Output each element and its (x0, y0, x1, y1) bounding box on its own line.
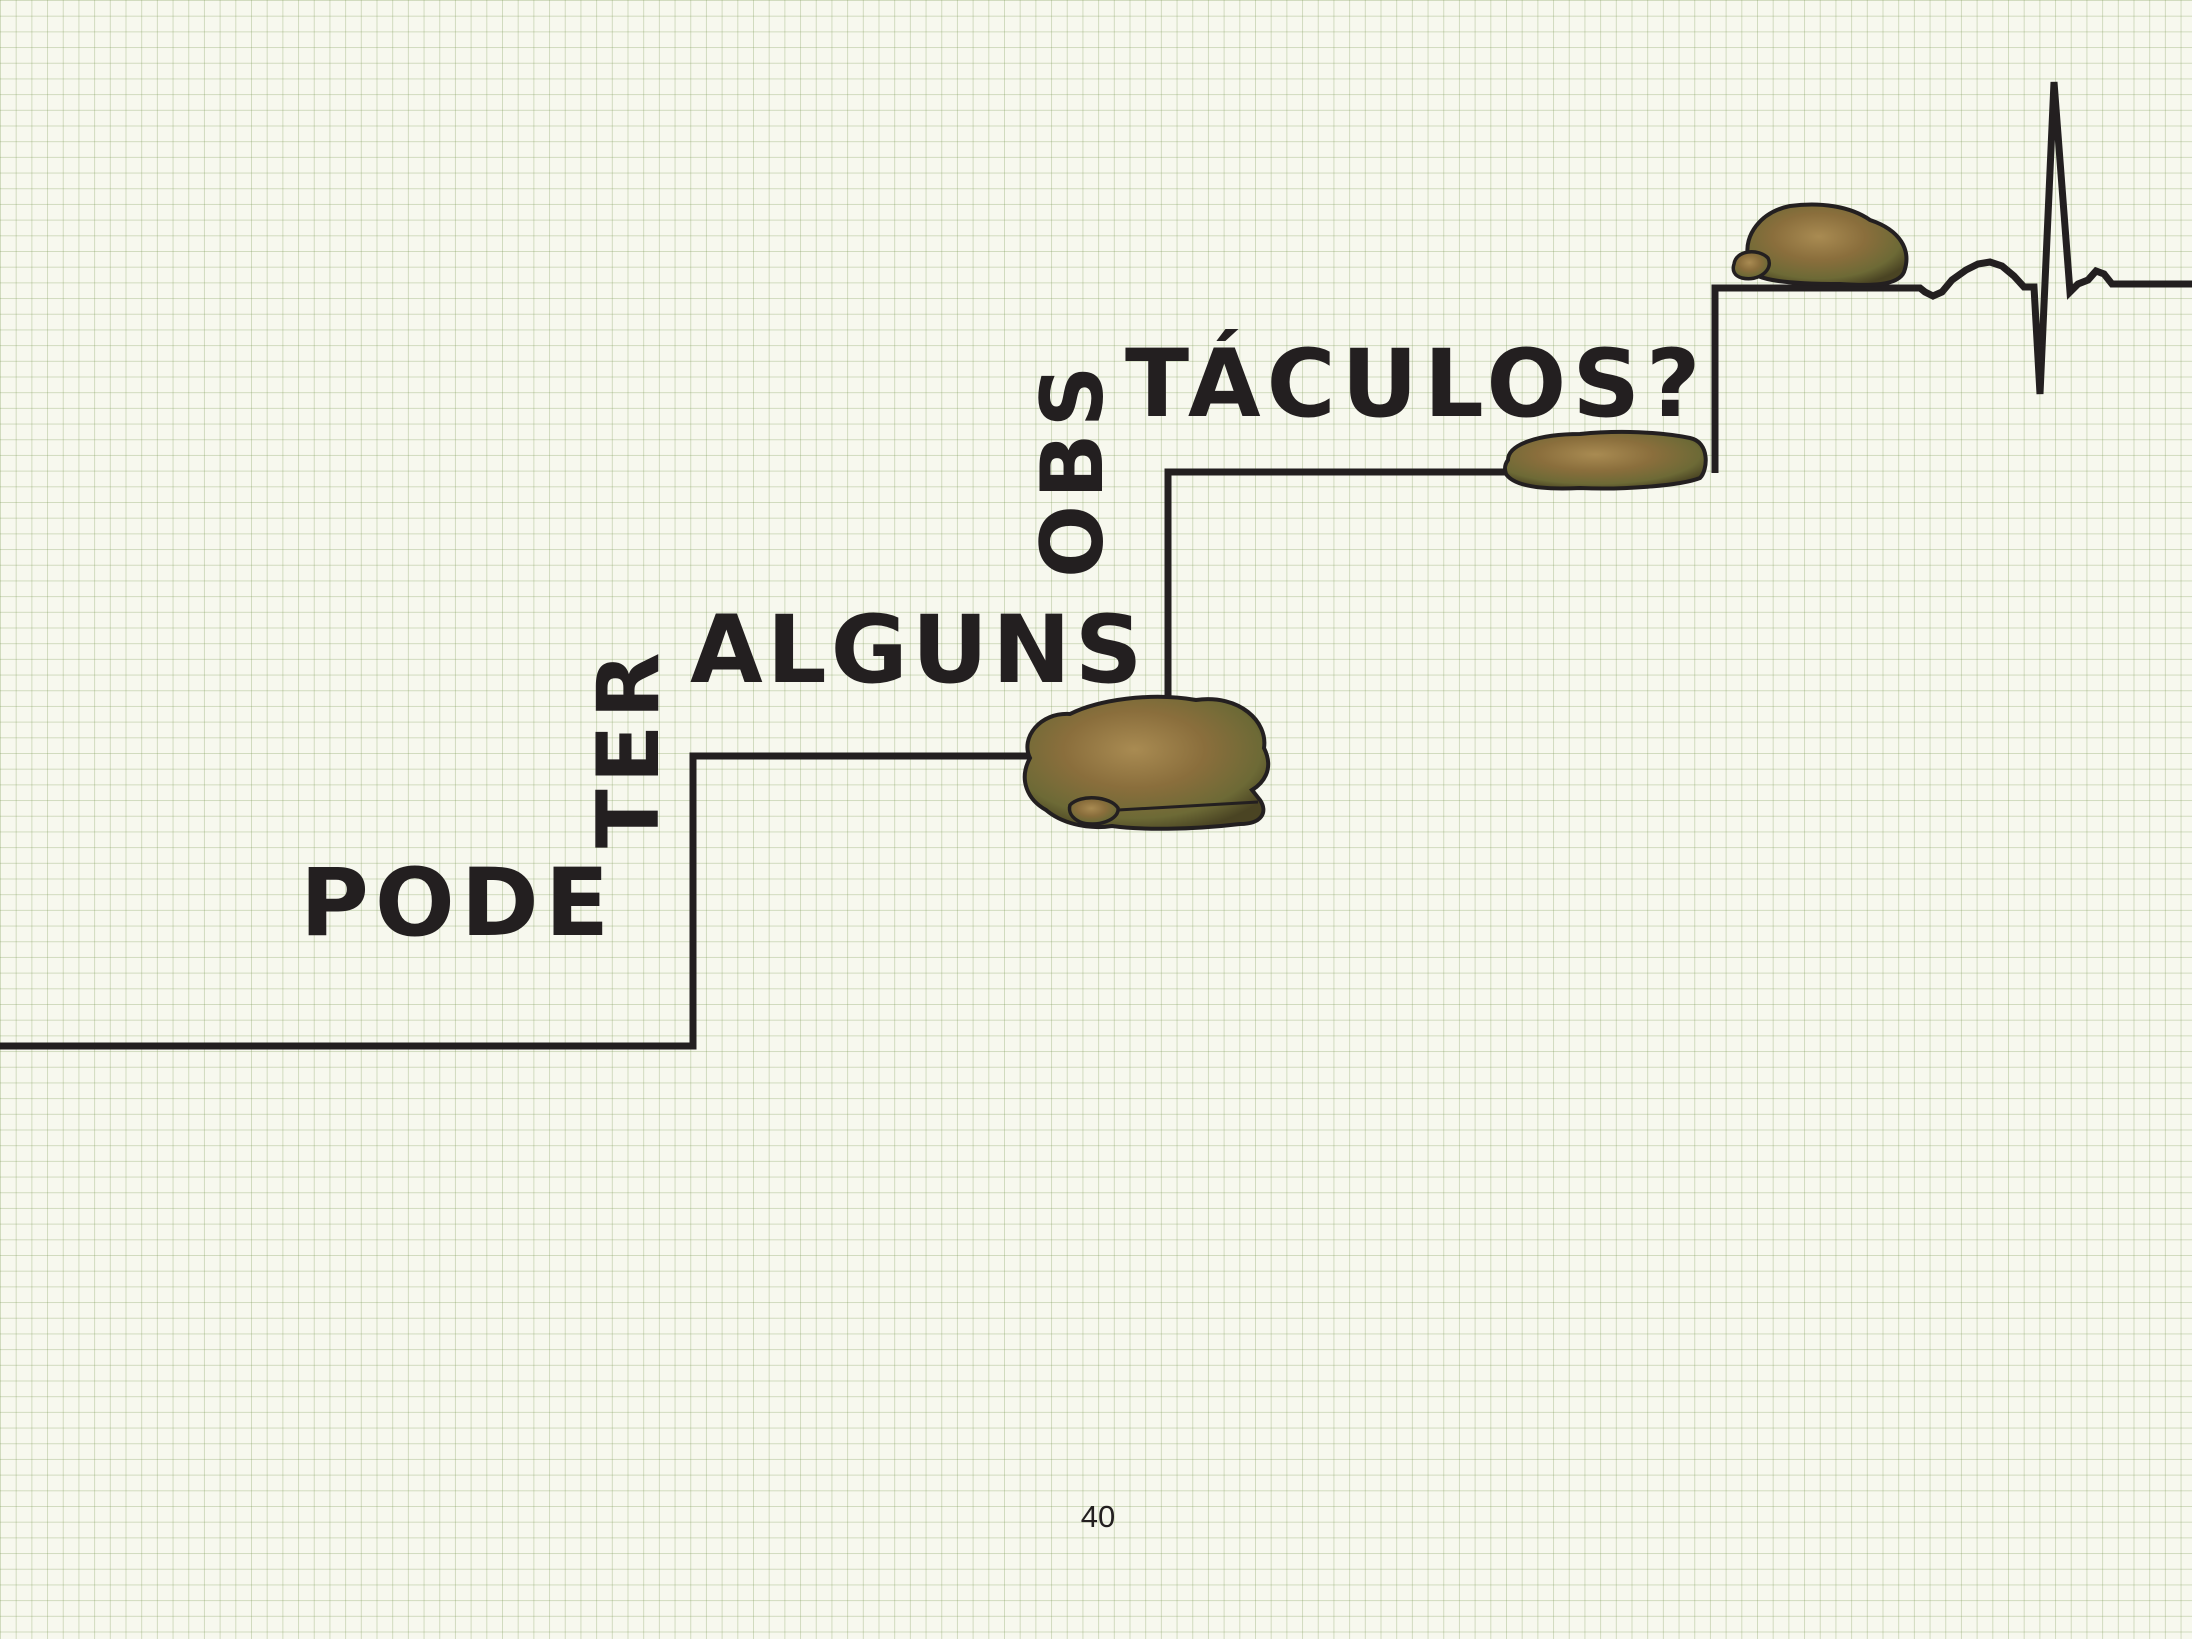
word-pode: PODE (300, 849, 615, 958)
rock-medium (1502, 429, 1708, 491)
rock-small (1731, 202, 1909, 287)
rock-large (1022, 694, 1271, 831)
word-taculos: TÁCULOS? (1125, 328, 1707, 439)
word-alguns: ALGUNS (690, 596, 1147, 705)
staircase-line (0, 81, 2192, 1050)
word-obs: OBS (1023, 359, 1123, 578)
word-ter: TER (579, 646, 679, 848)
page-number: 40 (1080, 1499, 1116, 1534)
